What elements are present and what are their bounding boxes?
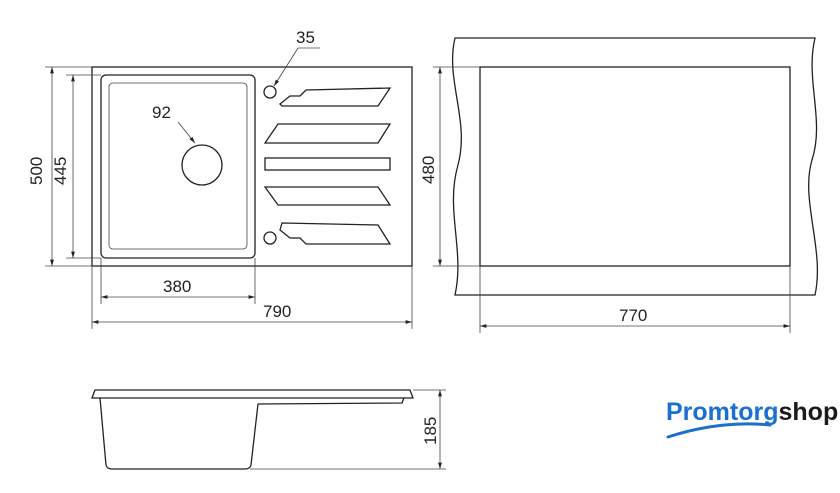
- overall-width-label: 790: [263, 302, 291, 321]
- bowl-inner: [108, 82, 248, 250]
- bowl-profile: [99, 397, 405, 470]
- tap-hole-bottom: [263, 231, 277, 245]
- countertop-outline: [451, 37, 819, 296]
- svg-text:Promtorgshop: Promtorgshop: [666, 398, 838, 426]
- bowl-height-label: 445: [51, 157, 70, 185]
- logo-part2: shop: [779, 398, 839, 426]
- side-view: 185: [91, 389, 446, 470]
- drain-board-slots: [263, 87, 392, 245]
- bowl-outer: [100, 74, 256, 259]
- drain-hole: [181, 144, 223, 186]
- sink-outline: [91, 66, 413, 267]
- sink-lip: [91, 389, 414, 399]
- overall-height-label: 500: [27, 157, 46, 185]
- logo-swoosh: [666, 422, 772, 439]
- top-view: 92 35 500 445 380 790: [27, 28, 413, 329]
- drain-diameter-label: 92: [152, 103, 171, 122]
- tap-leader: [273, 47, 299, 87]
- drain-leader: [177, 121, 196, 144]
- promtorgshop-logo: Promtorgshop: [666, 398, 838, 439]
- cutout-view: 480 770: [419, 37, 819, 333]
- tap-hole-label: 35: [296, 28, 315, 47]
- cutout-height-label: 480: [419, 156, 438, 184]
- cutout-rect: [479, 66, 791, 267]
- tap-hole-top: [263, 85, 277, 99]
- logo-part1: Promtorg: [666, 398, 779, 426]
- bowl-width-label: 380: [163, 277, 191, 296]
- cutout-width-label: 770: [619, 306, 647, 325]
- depth-label: 185: [421, 417, 440, 445]
